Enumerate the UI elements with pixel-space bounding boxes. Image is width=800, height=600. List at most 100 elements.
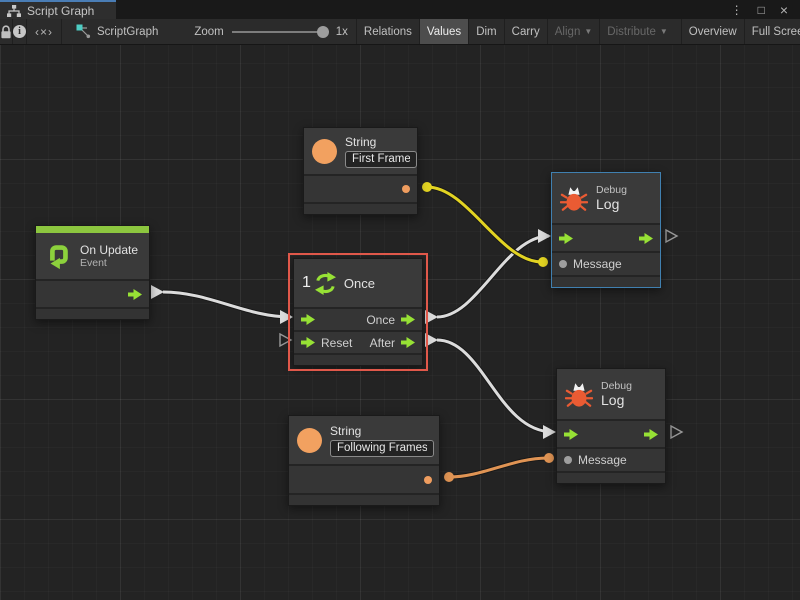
graph-toolbar: i ‹×› ScriptGraph Zoom 1x Relations Valu…: [0, 19, 800, 45]
align-button[interactable]: Align ▼: [546, 19, 600, 44]
overview-button[interactable]: Overview: [680, 19, 744, 44]
chevron-down-icon: ▼: [584, 27, 593, 36]
node-footer: [552, 275, 660, 287]
log-bottom-input-connector[interactable]: [543, 425, 556, 439]
distribute-button[interactable]: Distribute ▼: [599, 19, 675, 44]
reset-input-connector[interactable]: [279, 332, 293, 348]
flow-output-port[interactable]: [639, 232, 653, 244]
node-title: On Update: [80, 243, 139, 257]
node-string-following-frames[interactable]: String: [288, 415, 440, 506]
window-menu-icon[interactable]: ⋮: [730, 2, 743, 17]
on-update-icon: [50, 245, 68, 270]
node-title: Once: [343, 275, 375, 291]
once-output-port[interactable]: [401, 314, 415, 325]
port-label-message: Message: [578, 453, 627, 467]
once-input-connector[interactable]: [280, 310, 293, 324]
node-footer: [557, 471, 665, 483]
once-cycle-icon: [314, 271, 336, 295]
flow-input-port[interactable]: [301, 314, 315, 325]
graph-hierarchy-icon: [7, 4, 21, 17]
node-title: Log: [596, 196, 620, 212]
zoom-value: 1x: [335, 25, 348, 38]
relations-button[interactable]: Relations: [355, 19, 419, 44]
info-button[interactable]: i: [13, 19, 27, 44]
maximize-icon[interactable]: □: [757, 2, 765, 17]
node-subtitle: Event: [80, 257, 107, 269]
port-label-after: After: [369, 335, 395, 350]
fullscreen-button[interactable]: Full Screen: [743, 19, 800, 44]
zoom-label: Zoom: [194, 25, 224, 38]
after-output-port[interactable]: [401, 337, 415, 348]
reset-input-port[interactable]: [301, 337, 315, 348]
followingframes-wire-start-dot[interactable]: [444, 472, 454, 482]
lock-icon: [1, 24, 11, 38]
debug-bug-icon: [560, 186, 588, 211]
once-badge: 1: [302, 274, 311, 291]
string-type-icon: [297, 427, 322, 453]
log-top-output-connector[interactable]: [665, 228, 679, 244]
code-icon: ‹×›: [35, 24, 53, 39]
flow-output-port[interactable]: [128, 288, 142, 300]
script-graph-asset-icon: [76, 24, 91, 39]
flow-input-port[interactable]: [559, 232, 573, 244]
log-bottom-output-connector[interactable]: [670, 424, 684, 440]
message-bottom-wire-end-dot[interactable]: [544, 453, 554, 463]
zoom-slider-handle[interactable]: [316, 25, 329, 38]
string-type-icon: [312, 138, 337, 164]
zoom-slider-track: [231, 30, 328, 33]
string-value-input[interactable]: [330, 439, 434, 457]
string-output-port[interactable]: [402, 185, 410, 193]
string-value-input[interactable]: [345, 150, 417, 168]
port-label-once: Once: [366, 312, 395, 327]
node-footer: [304, 202, 417, 214]
close-icon[interactable]: ×: [779, 1, 788, 18]
values-button[interactable]: Values: [418, 19, 469, 44]
dim-button[interactable]: Dim: [468, 19, 503, 44]
wire-onupdate-to-once[interactable]: [162, 290, 292, 319]
message-input-port[interactable]: [559, 260, 567, 268]
wire-once-to-log-top[interactable]: [436, 234, 550, 319]
wires-layer: [151, 182, 684, 482]
chevron-down-icon: ▼: [659, 27, 668, 36]
firstframe-wire-start-dot[interactable]: [422, 182, 432, 192]
toolbar-buttons: Relations Values Dim Carry Align ▼ Distr…: [355, 19, 800, 44]
wire-followingframes-to-message[interactable]: [448, 456, 549, 479]
tab-title: Script Graph: [27, 3, 95, 18]
once-output-connector[interactable]: [425, 310, 438, 324]
debug-bug-icon: [565, 382, 593, 407]
port-label-message: Message: [573, 257, 622, 271]
zoom-control: Zoom 1x: [168, 19, 356, 44]
info-icon: i: [13, 25, 26, 38]
log-top-input-connector[interactable]: [538, 229, 551, 243]
wire-after-to-log-bottom[interactable]: [436, 338, 554, 434]
title-bar: Script Graph ⋮ □ ×: [0, 0, 800, 19]
graph-canvas[interactable]: On Update Event String 1: [0, 45, 800, 600]
tab-script-graph[interactable]: Script Graph: [0, 0, 116, 19]
node-category: Debug: [601, 380, 632, 392]
after-output-connector[interactable]: [425, 333, 438, 347]
flow-input-port[interactable]: [564, 428, 578, 440]
breadcrumb[interactable]: ScriptGraph: [62, 19, 168, 44]
node-footer: [289, 493, 439, 505]
event-color-strip: [36, 226, 149, 233]
port-label-reset: Reset: [321, 335, 353, 350]
onupdate-output-connector[interactable]: [151, 285, 164, 299]
node-once[interactable]: 1 Once Once Reset After: [288, 253, 428, 371]
node-debug-log-bottom[interactable]: Debug Log Message: [556, 368, 666, 484]
carry-button[interactable]: Carry: [503, 19, 547, 44]
flow-output-port[interactable]: [644, 428, 658, 440]
breadcrumb-label: ScriptGraph: [97, 25, 159, 38]
node-debug-log-top[interactable]: Debug Log Message: [551, 172, 661, 288]
node-on-update[interactable]: On Update Event: [35, 225, 150, 320]
lock-button[interactable]: [0, 19, 13, 44]
message-top-wire-end-dot[interactable]: [538, 257, 548, 267]
node-footer: [294, 353, 422, 365]
message-input-port[interactable]: [564, 456, 572, 464]
node-footer: [36, 307, 149, 319]
code-view-button[interactable]: ‹×›: [27, 19, 62, 44]
node-title: String: [330, 423, 362, 438]
wire-firstframe-to-message[interactable]: [426, 185, 543, 264]
string-output-port[interactable]: [424, 475, 432, 484]
node-string-first-frame[interactable]: String: [303, 127, 418, 215]
zoom-slider[interactable]: [231, 25, 329, 38]
